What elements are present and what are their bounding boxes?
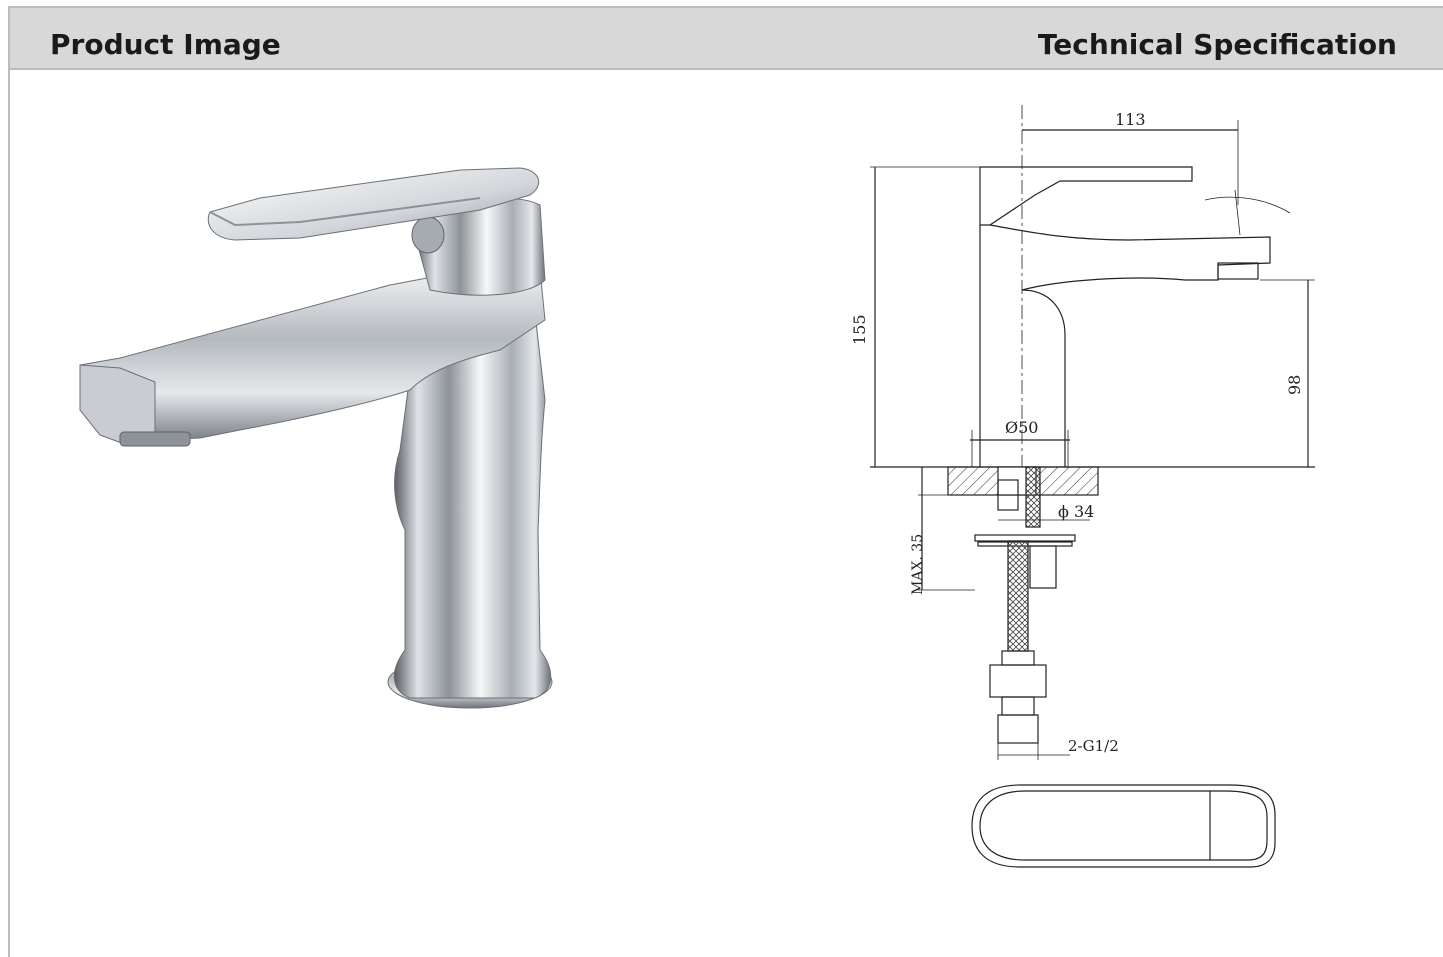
faucet-dimension-drawing: 113 155 98 Ø50 ϕ 34 — [850, 105, 1315, 868]
product-image — [60, 150, 580, 720]
dim-o50: Ø50 — [1005, 418, 1038, 437]
technical-specification-heading: Technical Specification — [1037, 28, 1397, 61]
dim-155: 155 — [850, 314, 869, 345]
dim-max35: MAX. 35 — [910, 534, 926, 595]
faucet-photo — [79, 167, 553, 709]
product-image-heading: Product Image — [50, 28, 281, 61]
dim-g12: 2-G1/2 — [1068, 737, 1119, 755]
dim-98: 98 — [1285, 375, 1304, 395]
technical-drawing: 113 155 98 Ø50 ϕ 34 — [830, 95, 1330, 895]
dim-phi34: ϕ 34 — [1058, 502, 1094, 521]
document-frame — [8, 6, 1443, 957]
header-bar: Product Image Technical Specification — [10, 8, 1443, 70]
dim-113: 113 — [1115, 110, 1146, 129]
